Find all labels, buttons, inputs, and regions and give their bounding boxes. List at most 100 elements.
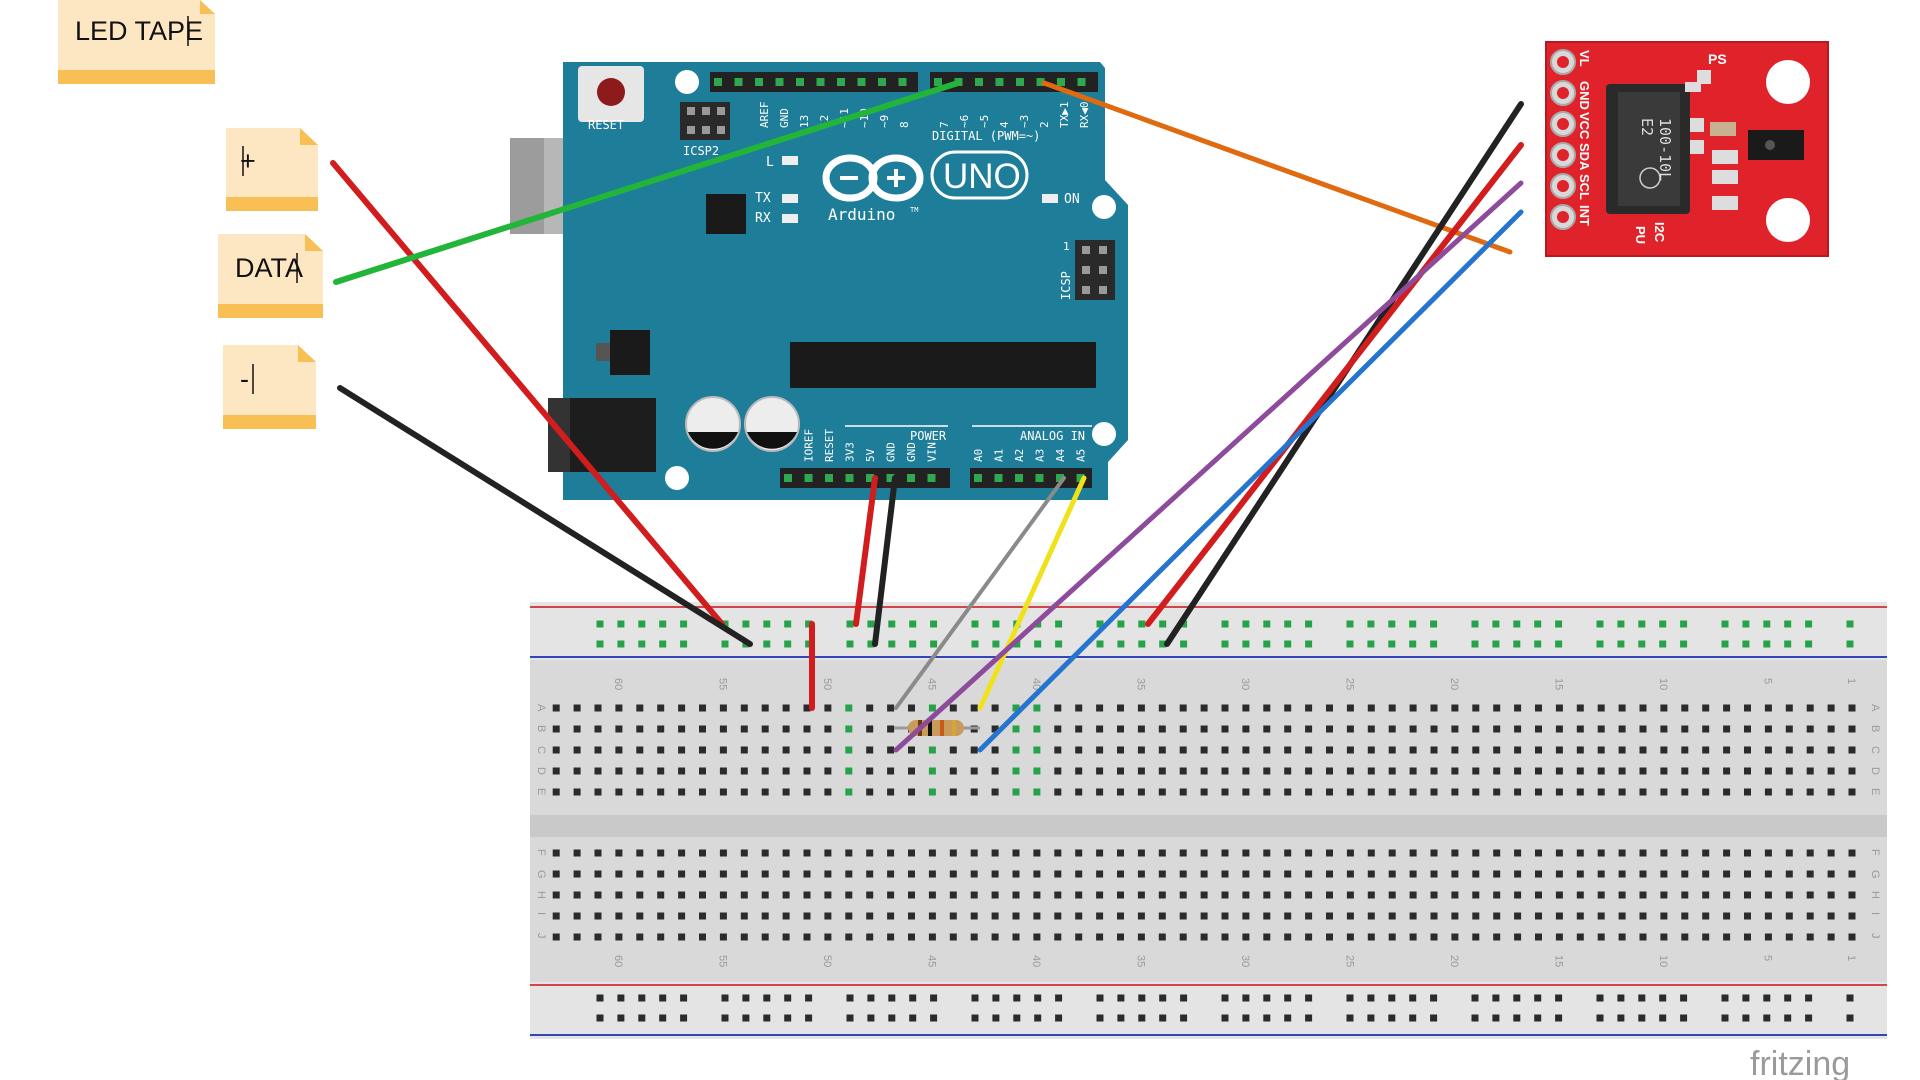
breadboard-hole[interactable] [1472, 912, 1480, 920]
breadboard-hole[interactable] [949, 704, 957, 712]
breadboard-hole[interactable] [1367, 933, 1375, 941]
power-rail-hole[interactable] [1180, 1014, 1188, 1022]
breadboard-hole[interactable] [1681, 849, 1689, 857]
breadboard-hole[interactable] [1535, 933, 1542, 941]
breadboard-hole[interactable] [1576, 870, 1584, 878]
breadboard-hole[interactable] [1764, 767, 1772, 775]
breadboard-hole[interactable] [1827, 933, 1835, 941]
breadboard-hole[interactable] [1179, 891, 1187, 899]
power-rail-hole[interactable] [1430, 640, 1438, 648]
breadboard-hole[interactable] [1388, 891, 1396, 899]
power-rail-hole[interactable] [909, 994, 917, 1002]
power-rail-hole[interactable] [1242, 994, 1250, 1002]
breadboard-hole[interactable] [1639, 891, 1647, 899]
breadboard-hole[interactable] [1221, 725, 1229, 733]
breadboard-hole[interactable] [719, 746, 727, 754]
breadboard-hole[interactable] [887, 891, 895, 899]
breadboard-hole[interactable] [594, 933, 602, 941]
breadboard-hole[interactable] [1493, 704, 1501, 712]
breadboard-hole[interactable] [1430, 725, 1438, 733]
breadboard-hole[interactable] [1054, 849, 1062, 857]
breadboard-hole[interactable] [1284, 849, 1292, 857]
breadboard-hole[interactable] [1848, 849, 1856, 857]
power-rail-hole[interactable] [1680, 620, 1688, 628]
breadboard-hole[interactable] [1639, 849, 1647, 857]
breadboard-hole[interactable] [1242, 870, 1250, 878]
breadboard-hole[interactable] [845, 788, 853, 796]
header-pin[interactable] [1076, 474, 1085, 482]
breadboard-hole[interactable] [1033, 891, 1041, 899]
breadboard-hole[interactable] [761, 746, 769, 754]
breadboard-hole[interactable] [1075, 788, 1083, 796]
breadboard-hole[interactable] [1848, 891, 1856, 899]
breadboard-hole[interactable] [1827, 725, 1835, 733]
breadboard-hole[interactable] [1158, 746, 1166, 754]
power-rail-hole[interactable] [909, 620, 917, 628]
breadboard-hole[interactable] [824, 870, 832, 878]
breadboard-hole[interactable] [1054, 870, 1062, 878]
power-rail-hole[interactable] [1013, 640, 1021, 648]
power-rail-hole[interactable] [888, 994, 896, 1002]
breadboard-hole[interactable] [1555, 788, 1563, 796]
breadboard-hole[interactable] [1493, 849, 1501, 857]
power-rail-hole[interactable] [763, 640, 771, 648]
breadboard-hole[interactable] [1555, 933, 1563, 941]
breadboard-hole[interactable] [1158, 767, 1166, 775]
power-rail-hole[interactable] [930, 994, 938, 1002]
breadboard-hole[interactable] [1075, 891, 1083, 899]
breadboard-hole[interactable] [740, 725, 748, 733]
breadboard-hole[interactable] [1514, 870, 1522, 878]
breadboard-hole[interactable] [1576, 788, 1584, 796]
breadboard-hole[interactable] [615, 933, 623, 941]
breadboard-hole[interactable] [1576, 725, 1584, 733]
breadboard-hole[interactable] [970, 704, 978, 712]
breadboard-hole[interactable] [970, 912, 978, 920]
power-rail-hole[interactable] [846, 620, 854, 628]
breadboard-hole[interactable] [699, 849, 706, 857]
breadboard-hole[interactable] [1827, 891, 1835, 899]
breadboard-hole[interactable] [1305, 912, 1313, 920]
breadboard-hole[interactable] [1346, 746, 1354, 754]
breadboard-hole[interactable] [1702, 933, 1710, 941]
breadboard-hole[interactable] [699, 704, 706, 712]
breadboard-hole[interactable] [699, 933, 706, 941]
breadboard-hole[interactable] [740, 767, 748, 775]
header-pin[interactable] [994, 474, 1003, 482]
power-rail-hole[interactable] [763, 620, 771, 628]
breadboard-hole[interactable] [1597, 767, 1605, 775]
breadboard-hole[interactable] [1221, 849, 1229, 857]
breadboard-hole[interactable] [845, 891, 853, 899]
breadboard-hole[interactable] [1388, 746, 1396, 754]
breadboard-hole[interactable] [824, 788, 832, 796]
breadboard-hole[interactable] [1681, 704, 1689, 712]
power-rail-hole[interactable] [930, 640, 938, 648]
breadboard-hole[interactable] [615, 767, 623, 775]
breadboard-hole[interactable] [657, 849, 665, 857]
power-rail-hole[interactable] [1680, 1014, 1688, 1022]
breadboard-hole[interactable] [1576, 746, 1584, 754]
power-rail-hole[interactable] [742, 994, 750, 1002]
breadboard-hole[interactable] [615, 849, 623, 857]
breadboard-hole[interactable] [928, 933, 936, 941]
breadboard-hole[interactable] [824, 767, 832, 775]
power-rail-hole[interactable] [1617, 1014, 1625, 1022]
breadboard-hole[interactable] [1117, 912, 1124, 920]
breadboard-hole[interactable] [1326, 746, 1333, 754]
breadboard-hole[interactable] [1179, 788, 1187, 796]
breadboard-hole[interactable] [845, 870, 853, 878]
breadboard-hole[interactable] [1639, 788, 1647, 796]
power-rail-hole[interactable] [867, 620, 875, 628]
power-rail-hole[interactable] [617, 620, 625, 628]
breadboard-hole[interactable] [1493, 891, 1501, 899]
breadboard-hole[interactable] [1597, 704, 1605, 712]
breadboard-hole[interactable] [1660, 933, 1668, 941]
breadboard-hole[interactable] [887, 933, 895, 941]
breadboard-hole[interactable] [1117, 788, 1124, 796]
power-rail-hole[interactable] [1763, 640, 1771, 648]
power-rail-hole[interactable] [1784, 620, 1792, 628]
power-rail-hole[interactable] [1430, 994, 1438, 1002]
breadboard-hole[interactable] [1785, 725, 1793, 733]
power-rail-hole[interactable] [1096, 640, 1104, 648]
breadboard-hole[interactable] [573, 912, 581, 920]
power-rail-hole[interactable] [1138, 1014, 1146, 1022]
